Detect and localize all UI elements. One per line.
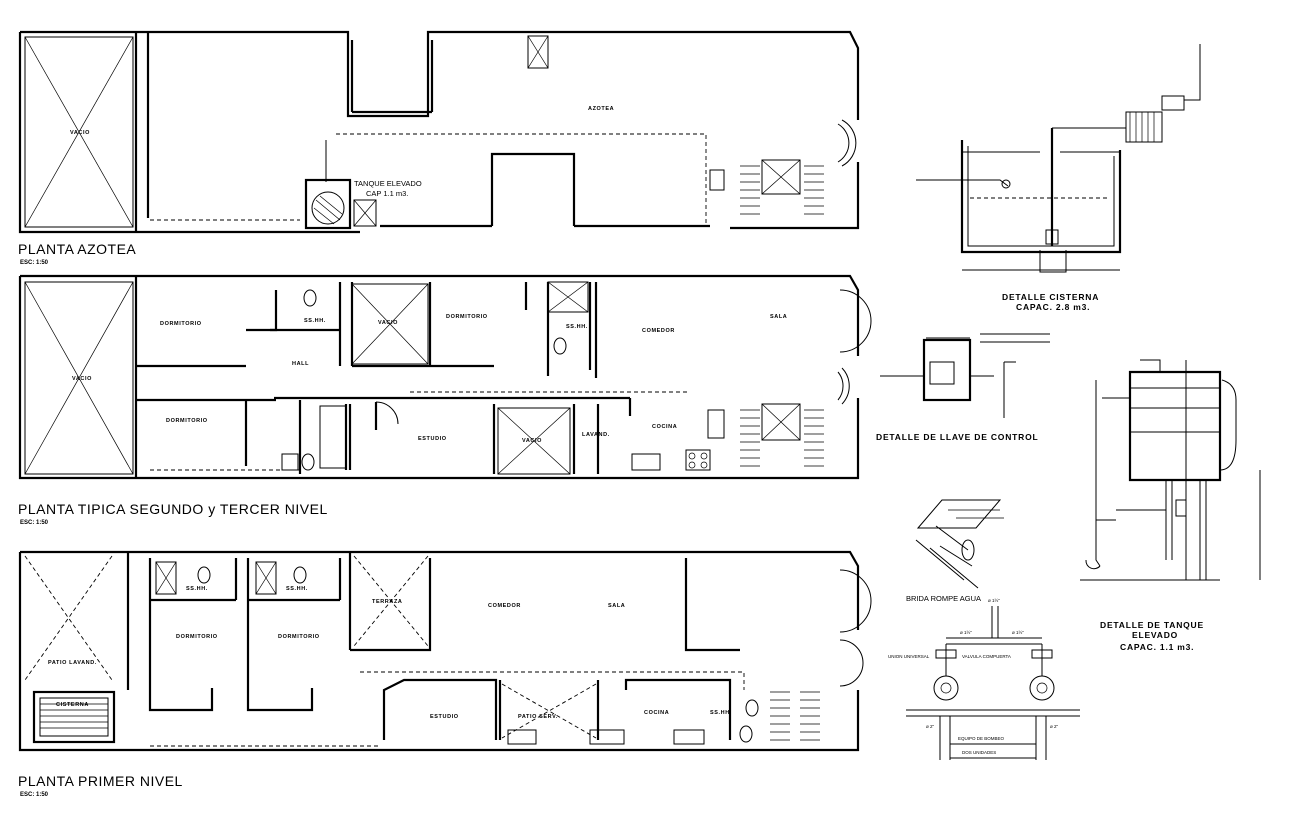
plan-azotea: VACIO AZOTEA TANQUE ELEVADO CAP 1.1 m3. … — [18, 30, 860, 266]
tipica-vacio-mid: VACIO — [378, 320, 398, 326]
primer-ssgg-1: SS.HH. — [186, 586, 208, 592]
tipica-vacio-left: VACIO — [72, 376, 92, 382]
azotea-title: PLANTA AZOTEA — [18, 241, 136, 257]
detail-brida: BRIDA ROMPE AGUA — [906, 499, 1004, 603]
tipica-sala: SALA — [770, 314, 787, 320]
primer-ssgg-2: SS.HH. — [286, 586, 308, 592]
bombeo-d1: ø 1½" — [988, 597, 1000, 603]
detail-cisterna: DETALLE CISTERNA CAPAC. 2.8 m3. — [916, 44, 1201, 312]
tipica-scale: ESC: 1:50 — [20, 520, 49, 526]
plan-tipica: VACIO DORMITORIO DORMITORIO SS.HH. HALL … — [18, 274, 872, 526]
primer-sala: SALA — [608, 603, 625, 609]
azotea-label: AZOTEA — [588, 106, 614, 112]
bombeo-d3: ø 1½" — [1012, 629, 1024, 635]
tipica-lavand: LAVAND. — [582, 432, 610, 438]
tipica-vacio-low: VACIO — [522, 438, 542, 444]
tank-label-line1: TANQUE ELEVADO — [354, 179, 422, 188]
primer-ssgg-3: SS.HH. — [710, 710, 732, 716]
primer-dormitorio-2: DORMITORIO — [278, 634, 320, 640]
tipica-ssgg-2: SS.HH. — [566, 324, 588, 330]
cisterna-title: DETALLE CISTERNA — [1002, 292, 1099, 302]
primer-scale: ESC: 1:50 — [20, 792, 49, 798]
llave-title: DETALLE DE LLAVE DE CONTROL — [876, 432, 1038, 442]
tipica-estudio: ESTUDIO — [418, 436, 447, 442]
primer-patio-lavand: PATIO LAVAND. — [48, 660, 97, 666]
tipica-hall: HALL — [292, 361, 309, 367]
bombeo-d4: ø 2" — [926, 724, 935, 729]
tipica-cocina: COCINA — [652, 424, 677, 430]
tipica-dormitorio-1: DORMITORIO — [160, 321, 202, 327]
tank-label-line2: CAP 1.1 m3. — [366, 189, 408, 198]
bombeo-d2: ø 1½" — [960, 629, 972, 635]
primer-dormitorio-1: DORMITORIO — [176, 634, 218, 640]
bombeo-d5: ø 2" — [1050, 724, 1059, 729]
tanque-title-1: DETALLE DE TANQUE — [1100, 620, 1204, 630]
primer-comedor: COMEDOR — [488, 603, 521, 609]
azotea-scale: ESC: 1:50 — [20, 260, 49, 266]
plan-primer-nivel: SS.HH. SS.HH. TERRAZA COMEDOR SALA DORMI… — [18, 550, 872, 798]
primer-terraza: TERRAZA — [372, 599, 402, 605]
primer-estudio: ESTUDIO — [430, 714, 459, 720]
detail-llave-control: DETALLE DE LLAVE DE CONTROL — [876, 333, 1050, 442]
bombeo-union: UNION UNIVERSAL — [888, 654, 930, 659]
primer-title: PLANTA PRIMER NIVEL — [18, 773, 183, 789]
primer-patio-serv: PATIO SERV. — [518, 714, 558, 720]
azotea-vacio: VACIO — [70, 130, 90, 136]
tanque-capacity: CAPAC. 1.1 m3. — [1120, 642, 1194, 652]
detail-tanque: DETALLE DE TANQUE ELEVADO CAPAC. 1.1 m3. — [1080, 359, 1261, 652]
detail-bombeo: UNION UNIVERSAL VALVULA COMPUERTA ø 1½" … — [888, 597, 1080, 760]
tipica-comedor: COMEDOR — [642, 328, 675, 334]
primer-cisterna: CISTERNA — [56, 702, 89, 708]
bombeo-unidades: DOS UNIDADES — [962, 750, 996, 755]
tanque-title-2: ELEVADO — [1132, 630, 1178, 640]
tipica-dormitorio-2: DORMITORIO — [166, 418, 208, 424]
primer-cocina: COCINA — [644, 710, 669, 716]
brida-title: BRIDA ROMPE AGUA — [906, 594, 981, 603]
cisterna-capacity: CAPAC. 2.8 m3. — [1016, 302, 1090, 312]
bombeo-valvula: VALVULA COMPUERTA — [962, 654, 1011, 659]
tipica-dormitorio-3: DORMITORIO — [446, 314, 488, 320]
bombeo-equipo: EQUIPO DE BOMBEO — [958, 736, 1005, 741]
tipica-title: PLANTA TIPICA SEGUNDO y TERCER NIVEL — [18, 501, 328, 517]
tipica-ssgg-1: SS.HH. — [304, 318, 326, 324]
